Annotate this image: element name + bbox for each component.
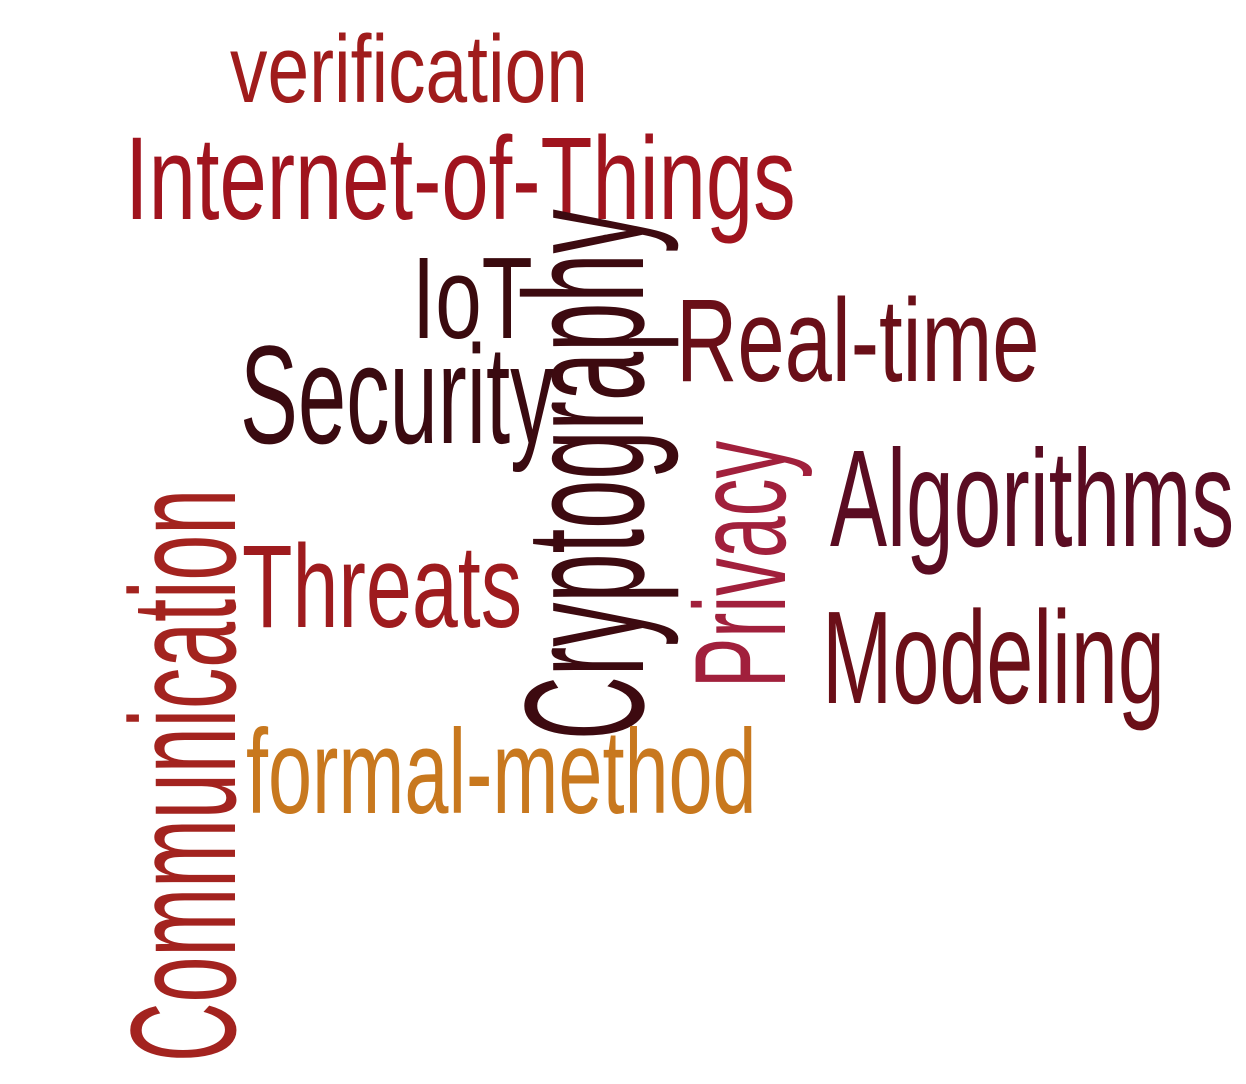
- word-privacy: Privacy: [667, 440, 813, 688]
- word-formal-method: formal-method: [246, 705, 757, 839]
- word-iot: IoT: [412, 233, 533, 363]
- word-verification: verification: [230, 16, 588, 123]
- word-communication: Communication: [99, 488, 267, 1063]
- word-real-time: Real-time: [676, 275, 1040, 407]
- word-modeling: Modeling: [822, 584, 1165, 731]
- word-internet-of-things: Internet-of-Things: [125, 113, 796, 245]
- word-threats: Threats: [242, 521, 523, 653]
- word-cryptography: Cryptography: [490, 209, 680, 740]
- word-algorithms: Algorithms: [830, 422, 1235, 576]
- word-security: Security: [240, 316, 554, 473]
